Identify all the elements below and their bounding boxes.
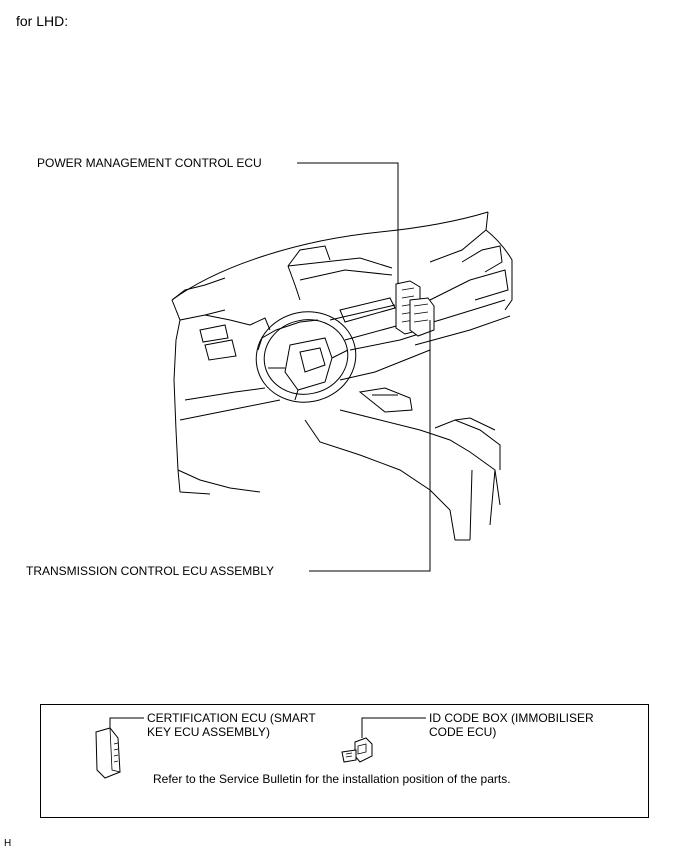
- legend-certification-ecu-label: CERTIFICATION ECU (SMART KEY ECU ASSEMBL…: [147, 711, 316, 739]
- dashboard-outline: [171, 211, 513, 541]
- id-code-box-icon: [341, 717, 426, 763]
- legend-box: [40, 704, 649, 818]
- steering-wheel: [255, 311, 357, 403]
- legend-certification-ecu-line-1: CERTIFICATION ECU (SMART: [147, 711, 316, 725]
- leader-power-management: [297, 162, 399, 284]
- legend-id-code-box-line-1: ID CODE BOX (IMMOBILISER: [429, 711, 594, 725]
- page-caption: for LHD:: [16, 13, 69, 29]
- certification-ecu-icon: [95, 717, 144, 779]
- corner-mark: H: [4, 838, 12, 849]
- legend-id-code-box-label: ID CODE BOX (IMMOBILISER CODE ECU): [429, 711, 594, 739]
- power-management-ecu-location: [395, 280, 435, 337]
- leader-transmission: [309, 320, 431, 572]
- legend-id-code-box-line-2: CODE ECU): [429, 725, 497, 739]
- callout-transmission-ecu: TRANSMISSION CONTROL ECU ASSEMBLY: [26, 564, 275, 578]
- callout-power-management-ecu: POWER MANAGEMENT CONTROL ECU: [37, 156, 262, 170]
- legend-certification-ecu-line-2: KEY ECU ASSEMBLY): [147, 725, 270, 739]
- legend-note: Refer to the Service Bulletin for the in…: [153, 772, 511, 786]
